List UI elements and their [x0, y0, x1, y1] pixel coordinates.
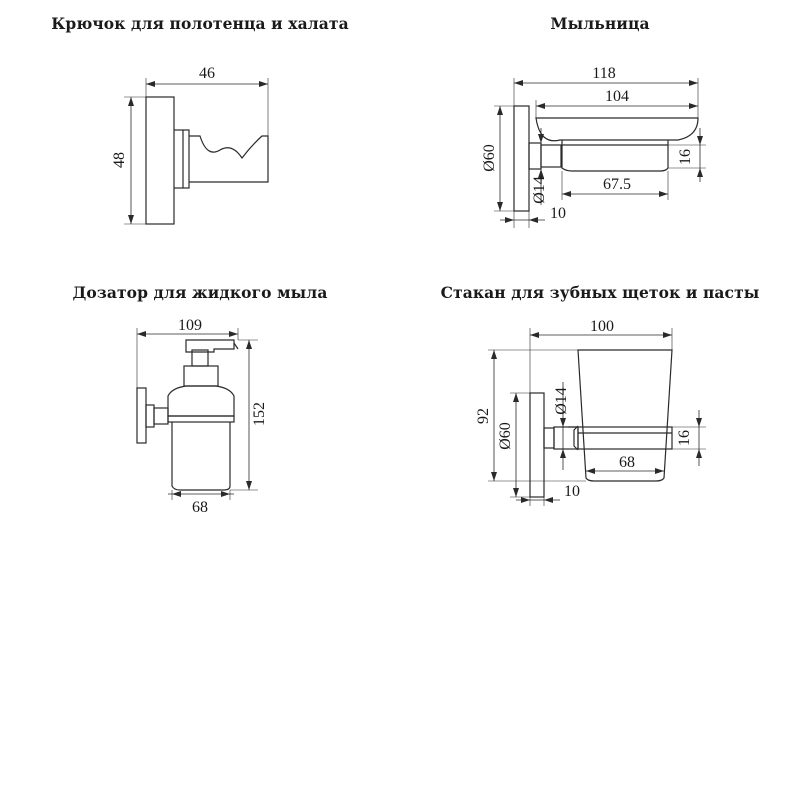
soap-dish-offset-label: 10: [550, 205, 566, 222]
hook-height-label: 48: [111, 152, 128, 168]
tumbler-height-label: 92: [475, 408, 492, 424]
hook-wall-plate: [145, 96, 175, 225]
tumbler-body: [529, 349, 673, 498]
soap-dish-tray-height-label: 16: [677, 149, 694, 165]
soap-dish-tray-label: 104: [605, 88, 629, 105]
soap-dish-plate-diameter-label: Ø60: [481, 144, 498, 172]
tumbler-stem-diameter-label: Ø14: [553, 387, 570, 415]
soap-dish-tray: [535, 117, 699, 142]
dispenser-width-label: 109: [178, 317, 202, 334]
dispenser-bottle: [171, 422, 231, 491]
hook-body: [145, 96, 269, 225]
tumbler-cup-label: 68: [619, 454, 635, 471]
dispenser-bottle-label: 68: [192, 499, 208, 516]
tumbler-plate-diameter-label: Ø60: [497, 422, 514, 450]
dispenser-height-label: 152: [251, 402, 268, 426]
soap-dish-depth-label: 67.5: [603, 176, 631, 193]
soap-dish-title: Мыльница: [550, 14, 650, 33]
hook-width-label: 46: [199, 65, 215, 82]
hook-arms: [189, 135, 269, 183]
soap-dish-body: [513, 105, 699, 212]
tumbler-offset-label: 10: [564, 483, 580, 500]
tumbler-wall-plate: [529, 392, 545, 498]
tumbler-width-label: 100: [590, 318, 614, 335]
tumbler-ring-height-label: 16: [676, 430, 693, 446]
soap-dish-overall-label: 118: [592, 65, 615, 82]
dispenser-pump: [185, 339, 235, 353]
soap-dish-stem-diameter-label: Ø14: [531, 176, 548, 204]
tumbler-ring: [577, 426, 673, 450]
tumbler-cup: [577, 349, 673, 482]
dispenser-body: [136, 339, 239, 491]
dispenser-title: Дозатор для жидкого мыла: [72, 283, 328, 302]
tumbler-title: Стакан для зубных щеток и пасты: [440, 283, 760, 302]
hook-title: Крючок для полотенца и халата: [51, 14, 349, 33]
